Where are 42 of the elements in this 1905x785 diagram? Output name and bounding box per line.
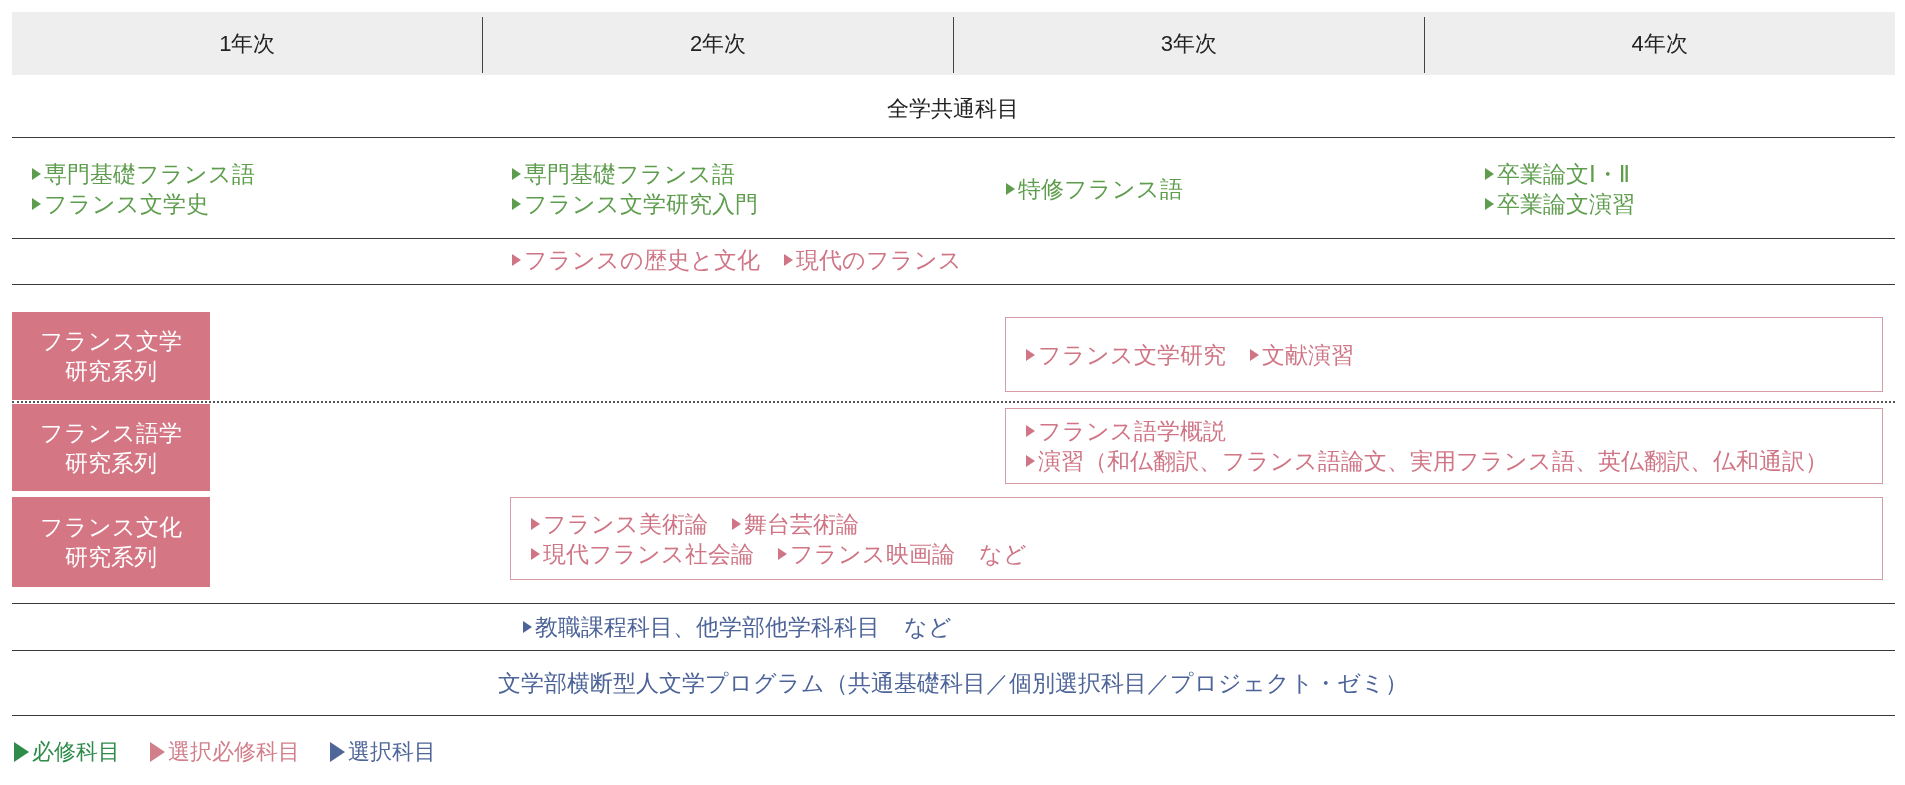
course-name: フランス映画論 [790,539,955,569]
year-label: 4年次 [1631,29,1688,58]
legend-label: 必修科目 [32,738,120,766]
course-name: 専門基礎フランス語 [44,160,255,189]
legend-label: 選択必修科目 [168,738,300,766]
year-header-cell [953,12,1425,75]
series-box [12,404,210,491]
row-heading: 全学共通科目 [887,95,1019,123]
course-group-box [1005,317,1883,392]
course-group-box [1005,408,1883,484]
series-title: フランス文学研究系列 [39,327,183,386]
course-name: フランス語学概説 [1038,417,1226,446]
course-name: フランス文学研究入門 [524,190,758,219]
year-label: 3年次 [1160,29,1217,58]
course-name: 文献演習 [1262,340,1354,370]
year-label: 1年次 [219,29,276,58]
etc-text: など [979,539,1027,569]
year-header-cell [1424,12,1895,75]
course-name: 特修フランス語 [1018,175,1183,204]
etc-text: など [904,613,952,642]
course-name: フランス文学研究 [1038,340,1226,370]
course-name: 卒業論文演習 [1497,190,1635,219]
course-name: 現代のフランス [796,246,962,275]
program-name: 文学部横断型人文学プログラム（共通基礎科目／個別選択科目／プロジェクト・ゼミ） [498,669,1408,698]
course-name: フランス文学史 [44,190,209,219]
series-box [12,312,210,400]
year-header-cell [12,12,483,75]
course-name: 演習（和仏翻訳、フランス語論文、実用フランス語、英仏翻訳、仏和通訳） [1038,447,1828,476]
series-title: フランス文化研究系列 [39,513,183,572]
course-name: 卒業論文Ⅰ・Ⅱ [1497,160,1631,189]
course-name: フランスの歴史と文化 [524,246,760,275]
legend-label: 選択科目 [348,738,436,766]
course-name: 教職課程科目、他学部他学科科目 [535,613,880,642]
course-name: 舞台芸術論 [744,509,859,539]
course-name: フランス美術論 [543,509,708,539]
year-label: 2年次 [690,29,747,58]
course-name: 専門基礎フランス語 [524,160,735,189]
series-title: フランス語学研究系列 [39,418,183,478]
year-header-cell [482,12,954,75]
course-name: 現代フランス社会論 [543,539,754,569]
series-box [12,497,210,587]
course-group-box [510,497,1883,580]
